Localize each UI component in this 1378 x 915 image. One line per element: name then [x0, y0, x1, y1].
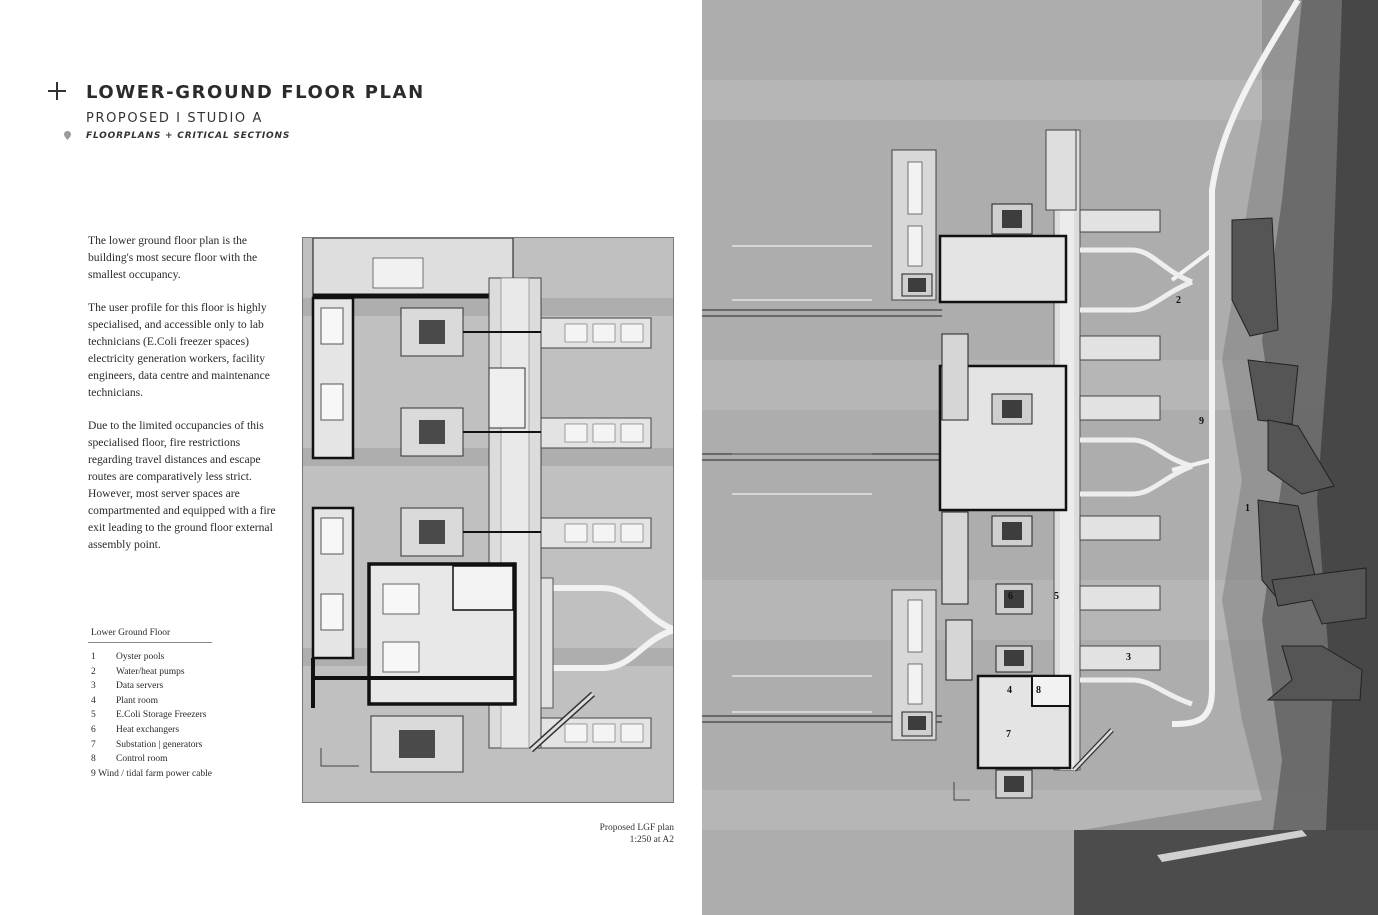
- plan-label-1: 1: [1245, 503, 1250, 514]
- legend-item: 3 Data servers: [88, 679, 212, 694]
- legend: Lower Ground Floor 1 Oyster pools 2 Water/…: [88, 628, 212, 781]
- plan-label-6: 6: [1008, 591, 1013, 602]
- caption-scale: 1:250 at A2: [629, 835, 674, 845]
- legend-label: Water/heat pumps: [116, 666, 185, 677]
- page-subtitle: PROPOSED I STUDIO A: [86, 111, 263, 126]
- legend-item: 1 Oyster pools: [88, 650, 212, 665]
- plan-label-4: 4: [1007, 685, 1012, 696]
- legend-item: 8 Control room: [88, 752, 212, 767]
- legend-number: 7: [91, 739, 96, 750]
- location-pin-icon: [64, 131, 71, 140]
- legend-item: 2 Water/heat pumps: [88, 665, 212, 680]
- legend-label: Wind / tidal farm power cable: [98, 768, 212, 779]
- full-floor-plan: 1 2 3 4 5 6 7 8 9: [702, 0, 1378, 915]
- legend-item: 7 Substation | generators: [88, 738, 212, 753]
- legend-label: Oyster pools: [116, 652, 165, 662]
- legend-item: 5 E.Coli Storage Freezers: [88, 708, 212, 723]
- legend-number: 4: [91, 695, 96, 706]
- legend-number: 2: [91, 666, 96, 677]
- description-paragraph: The lower ground floor plan is the build…: [88, 234, 258, 281]
- full-plan-drawing: 1 2 3 4 5 6 7 8 9: [702, 0, 1378, 915]
- legend-item: 4 Plant room: [88, 694, 212, 709]
- legend-label: Heat exchangers: [116, 724, 180, 735]
- legend-label: E.Coli Storage Freezers: [116, 710, 207, 721]
- description-paragraph: The user profile for this floor is highl…: [88, 301, 270, 399]
- section-tagline: FLOORPLANS + CRITICAL SECTIONS: [86, 131, 291, 141]
- plan-label-8: 8: [1036, 685, 1041, 696]
- legend-label: Data servers: [116, 681, 164, 692]
- legend-number: 6: [91, 724, 96, 735]
- legend-number: 8: [91, 754, 96, 765]
- detail-floor-plan: [302, 237, 674, 803]
- legend-label: Control room: [116, 754, 168, 765]
- caption-title: Proposed LGF plan: [599, 823, 674, 833]
- plan-caption: Proposed LGF plan 1:250 at A2: [540, 822, 674, 846]
- plan-label-7: 7: [1006, 729, 1011, 740]
- legend-number: 5: [91, 710, 96, 721]
- plan-label-9: 9: [1199, 416, 1204, 427]
- plus-icon: [48, 82, 66, 100]
- plan-label-5: 5: [1054, 591, 1059, 602]
- legend-number: 3: [91, 681, 96, 692]
- description: The lower ground floor plan is the build…: [88, 232, 280, 569]
- detail-plan-drawing: [303, 238, 673, 802]
- legend-number: 1: [91, 652, 96, 662]
- legend-number: 9: [91, 768, 96, 779]
- legend-item: 6 Heat exchangers: [88, 723, 212, 738]
- plan-label-3: 3: [1126, 652, 1131, 663]
- description-paragraph: Due to the limited occupancies of this s…: [88, 419, 276, 551]
- legend-label: Substation | generators: [116, 739, 203, 750]
- plan-label-2: 2: [1176, 295, 1181, 306]
- legend-label: Plant room: [116, 695, 158, 706]
- legend-title: Lower Ground Floor: [88, 628, 212, 643]
- page-title: LOWER-GROUND FLOOR PLAN: [86, 82, 425, 103]
